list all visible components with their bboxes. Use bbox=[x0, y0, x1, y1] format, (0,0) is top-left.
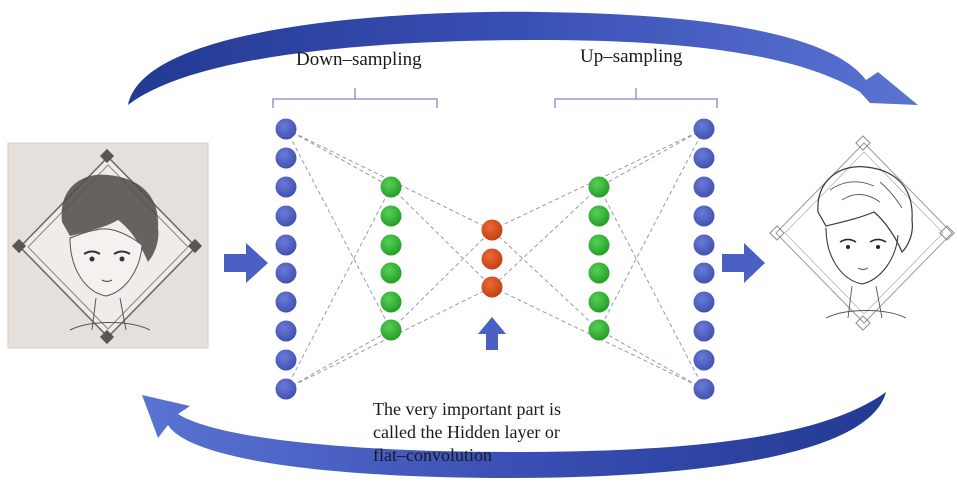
downsampling-label: Down–sampling bbox=[296, 49, 422, 70]
input-node bbox=[275, 176, 297, 198]
output-layer bbox=[693, 118, 715, 400]
output-lineart-image bbox=[769, 135, 955, 331]
input-node bbox=[275, 205, 297, 227]
annotation-line: called the Hidden layer or bbox=[373, 422, 560, 442]
output-node bbox=[693, 291, 715, 313]
output-node bbox=[693, 234, 715, 256]
output-node bbox=[693, 349, 715, 371]
dashed-connections bbox=[285, 128, 705, 390]
decoder-node bbox=[588, 262, 610, 284]
upsampling-bracket bbox=[554, 88, 718, 108]
output-node bbox=[693, 378, 715, 400]
decoder-node bbox=[588, 291, 610, 313]
output-node bbox=[693, 147, 715, 169]
upsampling-label: Up–sampling bbox=[580, 46, 683, 67]
input-node bbox=[275, 320, 297, 342]
input-node bbox=[275, 378, 297, 400]
decoder-node bbox=[588, 234, 610, 256]
input-arrow bbox=[224, 243, 268, 283]
decoder-node bbox=[588, 205, 610, 227]
encoder-node bbox=[380, 176, 402, 198]
decoder-node bbox=[588, 176, 610, 198]
top-feedback-arrow bbox=[128, 11, 918, 105]
output-node bbox=[693, 205, 715, 227]
encoder-node bbox=[380, 319, 402, 341]
decoder-layer bbox=[588, 176, 610, 341]
encoder-node bbox=[380, 234, 402, 256]
input-node bbox=[275, 234, 297, 256]
annotation-line: flat–convolution bbox=[373, 445, 492, 465]
hidden-layer-pointer-arrow bbox=[478, 317, 506, 350]
encoder-node bbox=[380, 262, 402, 284]
hidden-node bbox=[481, 219, 503, 241]
downsampling-bracket bbox=[272, 88, 438, 108]
input-node bbox=[275, 147, 297, 169]
hidden-layer-annotation: The very important part is called the Hi… bbox=[373, 398, 633, 467]
output-node bbox=[693, 118, 715, 140]
output-node bbox=[693, 262, 715, 284]
input-node bbox=[275, 262, 297, 284]
annotation-line: The very important part is bbox=[373, 399, 561, 419]
hidden-node bbox=[481, 248, 503, 270]
hidden-layer bbox=[481, 219, 503, 298]
encoder-layer bbox=[380, 176, 402, 341]
input-node bbox=[275, 118, 297, 140]
input-layer bbox=[275, 118, 297, 400]
output-node bbox=[693, 176, 715, 198]
output-node bbox=[693, 320, 715, 342]
output-arrow bbox=[722, 243, 765, 283]
input-sketch-image bbox=[7, 142, 209, 349]
encoder-node bbox=[380, 291, 402, 313]
input-node bbox=[275, 349, 297, 371]
hidden-node bbox=[481, 276, 503, 298]
bottom-feedback-arrow bbox=[142, 392, 886, 478]
decoder-node bbox=[588, 319, 610, 341]
input-node bbox=[275, 291, 297, 313]
encoder-node bbox=[380, 205, 402, 227]
